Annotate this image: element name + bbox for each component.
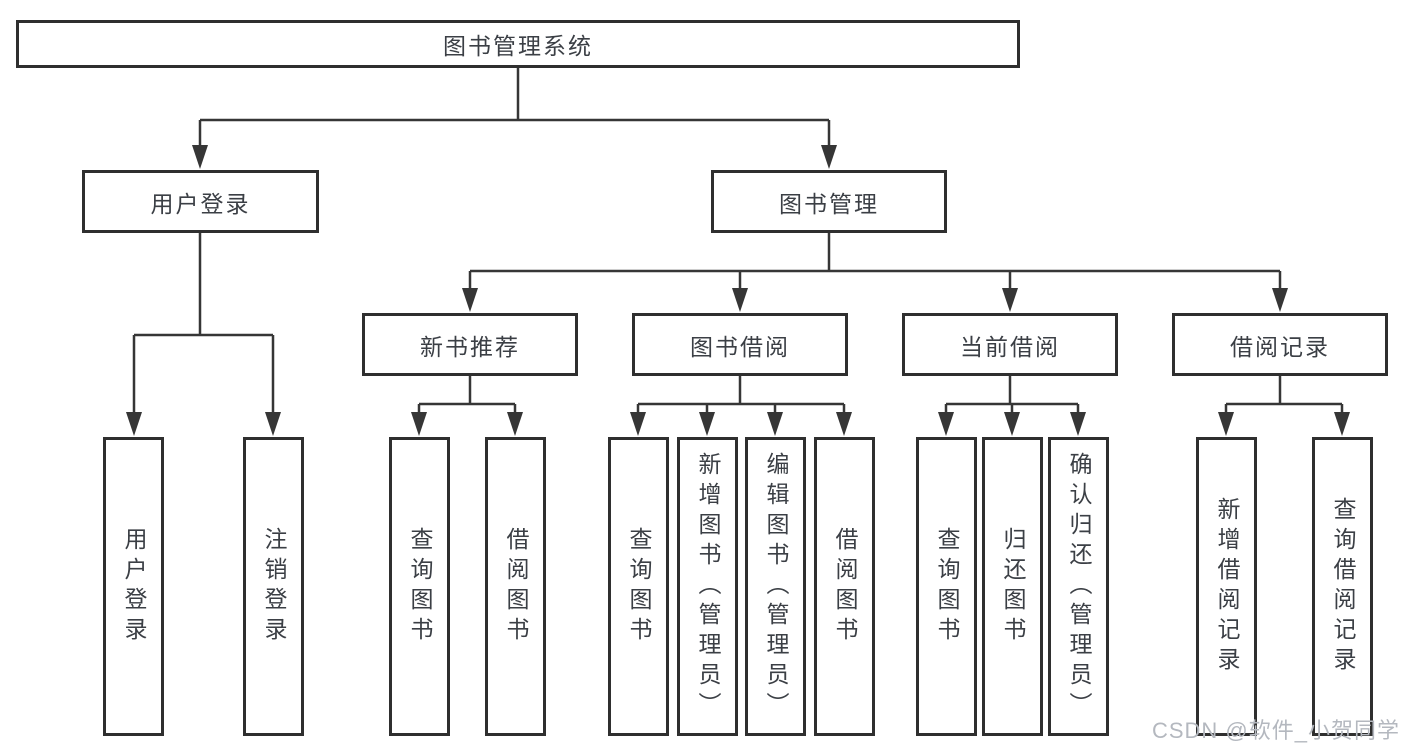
node-borrow-records: 借阅记录 [1172, 313, 1388, 376]
arrowhead-icons [126, 145, 1350, 436]
leaf-records-add-record: 新增借阅记录 [1196, 437, 1257, 736]
node-root: 图书管理系统 [16, 20, 1020, 68]
leaf-user-login: 用户登录 [103, 437, 164, 736]
leaf-current-return-books: 归还图书 [982, 437, 1043, 736]
node-current-borrow: 当前借阅 [902, 313, 1118, 376]
leaf-current-query-books: 查询图书 [916, 437, 977, 736]
node-new-book-recommend: 新书推荐 [362, 313, 578, 376]
leaf-borrow-add-books-admin: 新增图书（管理员） [677, 437, 738, 736]
leaf-logout: 注销登录 [243, 437, 304, 736]
node-book-management: 图书管理 [711, 170, 947, 233]
leaf-recommend-query-books: 查询图书 [389, 437, 450, 736]
node-user-login: 用户登录 [82, 170, 319, 233]
leaf-current-confirm-return-admin: 确认归还（管理员） [1048, 437, 1109, 736]
leaf-records-query-record: 查询借阅记录 [1312, 437, 1373, 736]
leaf-borrow-edit-books-admin: 编辑图书（管理员） [745, 437, 806, 736]
node-book-borrow: 图书借阅 [632, 313, 848, 376]
csdn-watermark: CSDN @软件_小贺同学 [1151, 718, 1400, 743]
leaf-borrow-query-books: 查询图书 [608, 437, 669, 736]
leaf-recommend-borrow-books: 借阅图书 [485, 437, 546, 736]
leaf-borrow-borrow-books: 借阅图书 [814, 437, 875, 736]
